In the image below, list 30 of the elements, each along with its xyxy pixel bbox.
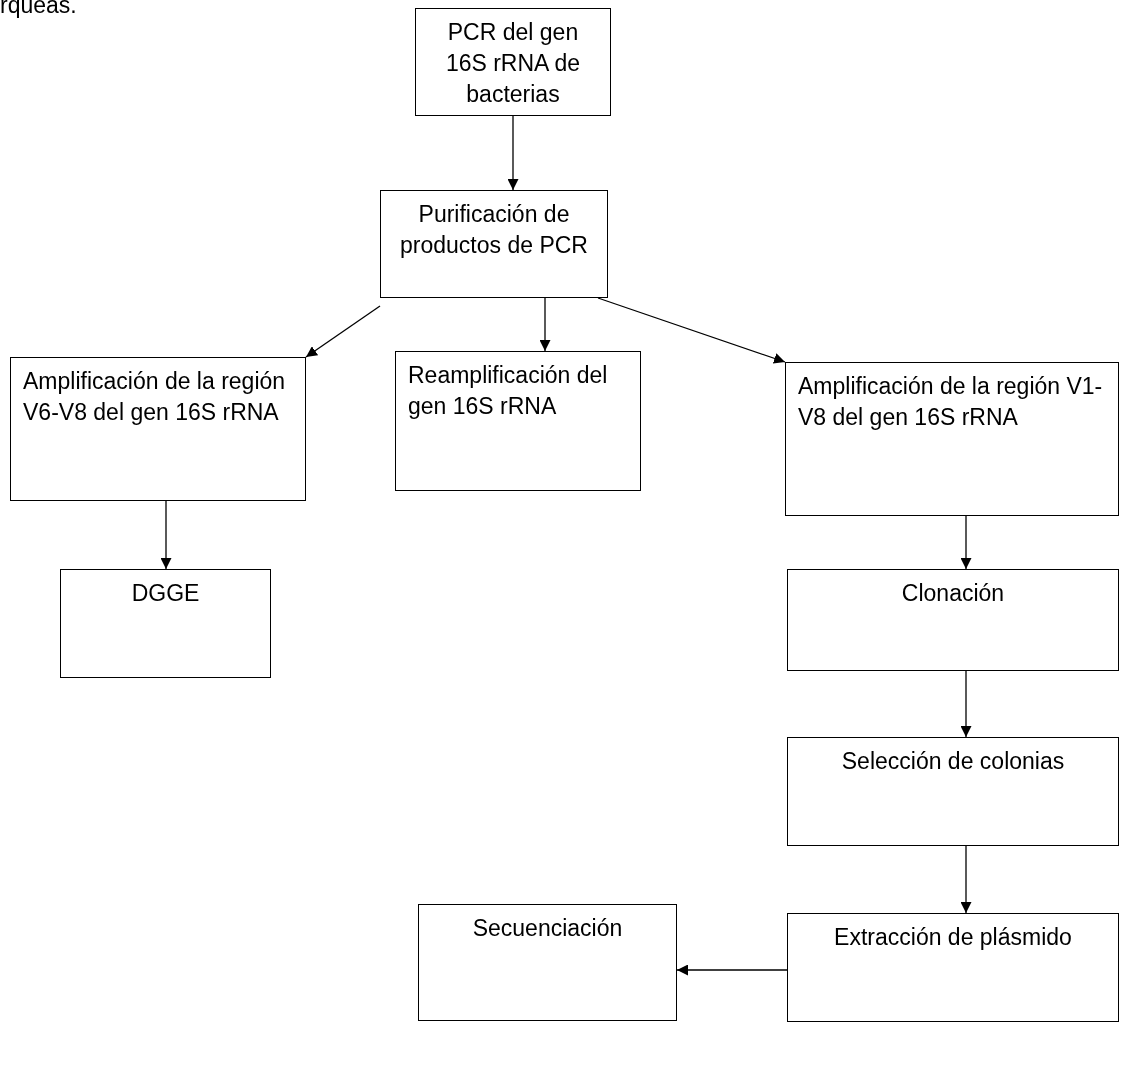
- step-text: Reamplificación del gen 16S rRNA: [408, 361, 609, 421]
- process-box: [395, 351, 641, 491]
- step-text: Amplificación de la región V6-V8 del gen 16S rRNA: [23, 367, 287, 427]
- step-text: DGGE: [130, 579, 201, 608]
- step-text: Extracción de plásmido: [833, 923, 1073, 952]
- arrow: [507, 115, 519, 191]
- arrow: [305, 305, 381, 358]
- process-box: [787, 569, 1119, 671]
- process-box: [785, 362, 1119, 516]
- arrow: [539, 297, 551, 352]
- process-box: [380, 190, 608, 298]
- step-text: Purificación de productos de PCR: [399, 200, 589, 260]
- cut-off-text: rqueas.: [0, 0, 77, 19]
- process-box: [10, 357, 306, 501]
- process-box: [415, 8, 611, 116]
- arrow: [960, 845, 972, 914]
- step-text: PCR del gen 16S rRNA de bacterias: [444, 18, 582, 109]
- step-text: Clonación: [900, 579, 1006, 608]
- step-text: Amplificación de la región V1-V8 del gen 16S rRNA: [798, 372, 1104, 432]
- process-box: [787, 737, 1119, 846]
- arrow: [676, 964, 788, 976]
- arrow: [597, 297, 786, 364]
- step-text: Secuenciación: [471, 914, 624, 943]
- process-box: [787, 913, 1119, 1022]
- arrow: [160, 500, 172, 570]
- process-box: [418, 904, 677, 1021]
- process-box: [60, 569, 271, 678]
- arrow: [960, 670, 972, 738]
- arrow: [960, 515, 972, 570]
- step-text: Selección de colonias: [840, 747, 1066, 776]
